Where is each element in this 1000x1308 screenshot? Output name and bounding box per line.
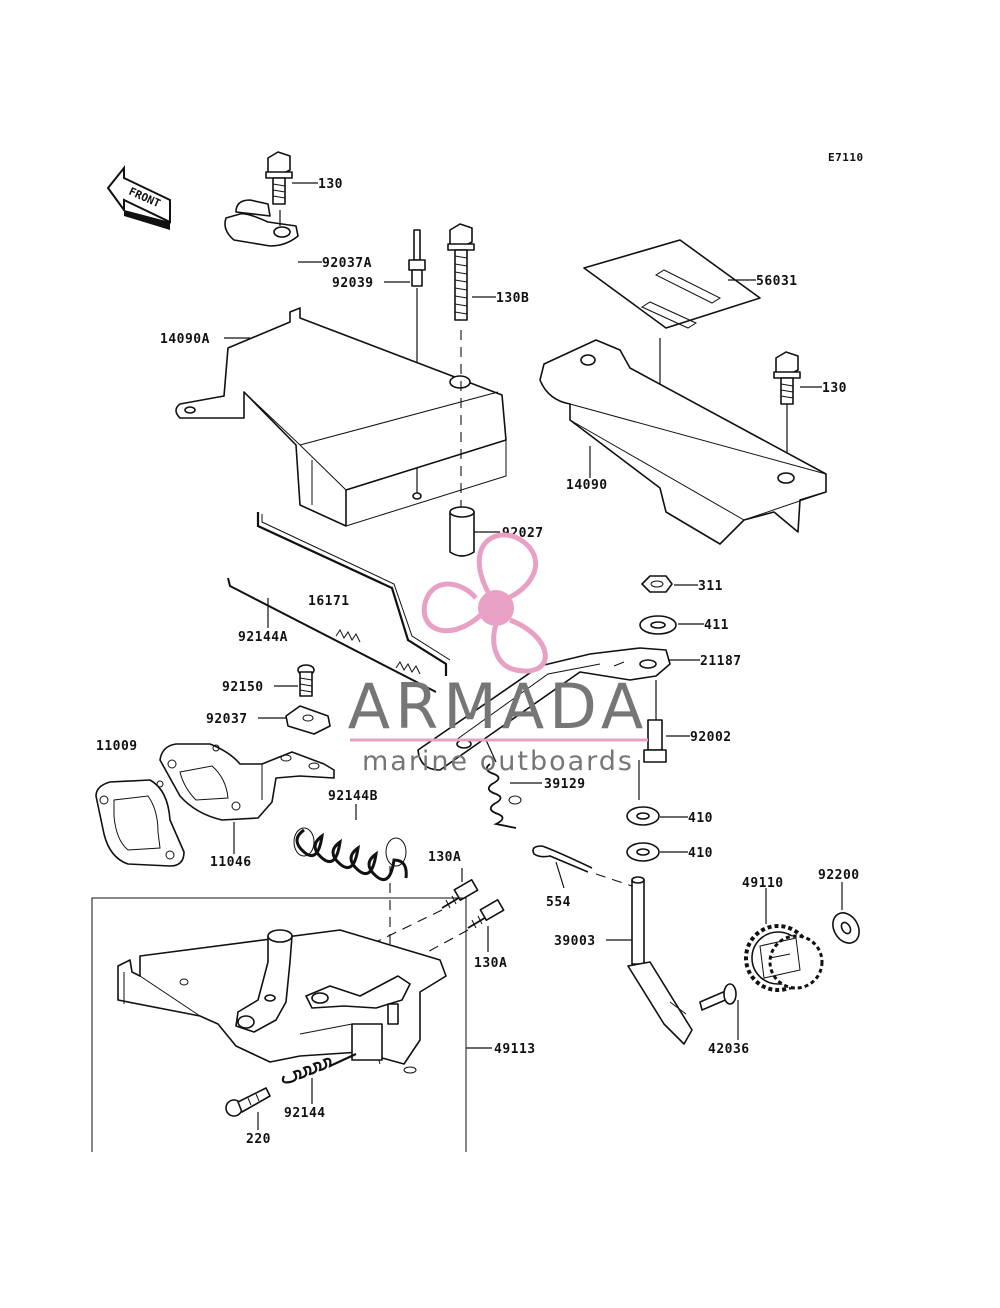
clip-92037 <box>285 705 331 735</box>
bolt-130-top <box>265 151 293 205</box>
label-39129: 39129 <box>544 777 586 792</box>
front-arrow-icon: FRONT <box>106 165 171 230</box>
spring-39129 <box>485 763 522 829</box>
label-49113: 49113 <box>494 1042 536 1057</box>
label-92144B: 92144B <box>328 789 378 804</box>
assembly-box-49113 <box>91 897 467 1152</box>
label-56031: 56031 <box>756 274 798 289</box>
label-410-b: 410 <box>688 846 713 861</box>
label-plate-56031 <box>583 239 761 329</box>
label-92037A: 92037A <box>322 256 372 271</box>
label-92039: 92039 <box>332 276 374 291</box>
watermark-tagline: marine outboards <box>362 746 634 777</box>
bolt-42036 <box>699 983 737 1011</box>
label-16171: 16171 <box>308 594 350 609</box>
label-14090A: 14090A <box>160 332 210 347</box>
bolt-130-right <box>773 351 801 405</box>
bracket-11046 <box>159 743 335 821</box>
gear-49110 <box>744 924 824 992</box>
bolt-130A-a <box>441 879 479 909</box>
washer-411 <box>639 615 677 635</box>
label-92150: 92150 <box>222 680 264 695</box>
label-92144A: 92144A <box>238 630 288 645</box>
bolt-130A-b <box>467 899 505 929</box>
label-130-top: 130 <box>318 177 343 192</box>
label-92144: 92144 <box>284 1106 326 1121</box>
label-39003: 39003 <box>554 934 596 949</box>
label-130A-b: 130A <box>474 956 507 971</box>
washer-410-b <box>626 842 660 862</box>
gasket-11009 <box>95 779 185 867</box>
label-42036: 42036 <box>708 1042 750 1057</box>
washer-92200 <box>832 912 860 944</box>
pin-92039 <box>408 229 426 287</box>
label-130B: 130B <box>496 291 529 306</box>
rod-16171 <box>256 512 451 676</box>
bolt-130B <box>447 223 475 321</box>
control-plate-49113 <box>117 929 447 1074</box>
label-92002: 92002 <box>690 730 732 745</box>
spring-92144 <box>281 1053 357 1084</box>
label-311: 311 <box>698 579 723 594</box>
armada-logo-icon <box>421 532 548 674</box>
label-220: 220 <box>246 1132 271 1147</box>
label-14090: 14090 <box>566 478 608 493</box>
label-92200: 92200 <box>818 868 860 883</box>
cover-14090 <box>539 339 827 545</box>
washer-410-a <box>626 806 660 826</box>
watermark-brand: ARMADA <box>348 670 648 743</box>
shaft-39003 <box>627 876 693 1045</box>
label-130-right: 130 <box>822 381 847 396</box>
label-11009: 11009 <box>96 739 138 754</box>
label-554: 554 <box>546 895 571 910</box>
nut-311 <box>641 575 673 593</box>
screw-220 <box>225 1087 271 1117</box>
label-92037: 92037 <box>206 712 248 727</box>
rod-92144A <box>227 577 437 693</box>
bolt-92002 <box>643 719 667 763</box>
label-21187: 21187 <box>700 654 742 669</box>
label-410-a: 410 <box>688 811 713 826</box>
cotter-pin-554 <box>532 845 593 873</box>
clamp-92037A <box>224 199 299 247</box>
screw-92150 <box>297 664 315 697</box>
collar-92027 <box>449 506 475 557</box>
spring-92144B <box>293 827 408 881</box>
cover-14090A <box>175 307 507 527</box>
label-11046: 11046 <box>210 855 252 870</box>
label-411: 411 <box>704 618 729 633</box>
diagram-code: E7110 <box>828 151 864 164</box>
label-130A-a: 130A <box>428 850 461 865</box>
label-49110: 49110 <box>742 876 784 891</box>
